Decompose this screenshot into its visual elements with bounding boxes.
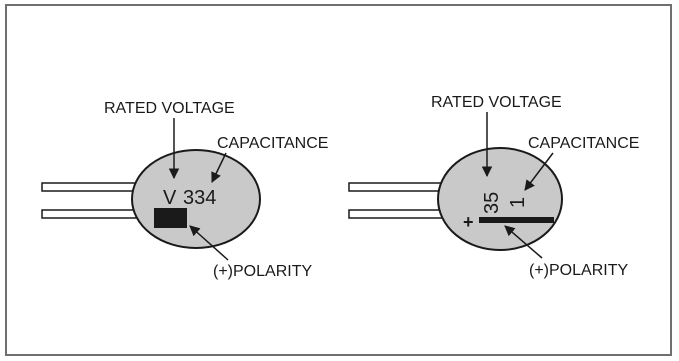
left-capacitor: V 334 RATED VOLTAGE CAPACITANCE (+)POLAR… (41, 100, 328, 280)
right-voltage-marking: 35 (481, 192, 503, 214)
right-rated-voltage-label: RATED VOLTAGE (431, 94, 562, 111)
left-capacitance-arrow (211, 152, 227, 183)
frame-border (5, 4, 672, 356)
left-polarity-arrow (189, 225, 229, 261)
left-polarity-block (154, 208, 187, 228)
right-capacitor-body (437, 147, 563, 251)
right-polarity-label: (+)POLARITY (529, 262, 628, 279)
right-capacitance-arrow (524, 152, 554, 191)
left-capacitance-marking: 334 (183, 187, 216, 209)
right-capacitor: 35 1 + RATED VOLTAGE CAPACITANCE (+)POLA… (348, 94, 639, 279)
right-plus-sign: + (463, 212, 474, 232)
right-capacitance-label: CAPACITANCE (528, 135, 639, 152)
left-voltage-marking: V (163, 187, 177, 209)
left-rated-voltage-label: RATED VOLTAGE (104, 100, 235, 117)
left-capacitance-label: CAPACITANCE (217, 135, 328, 152)
right-polarity-arrow (504, 225, 543, 259)
left-polarity-label: (+)POLARITY (213, 263, 312, 280)
right-capacitance-marking: 1 (507, 197, 529, 208)
right-polarity-stripe (479, 217, 554, 223)
